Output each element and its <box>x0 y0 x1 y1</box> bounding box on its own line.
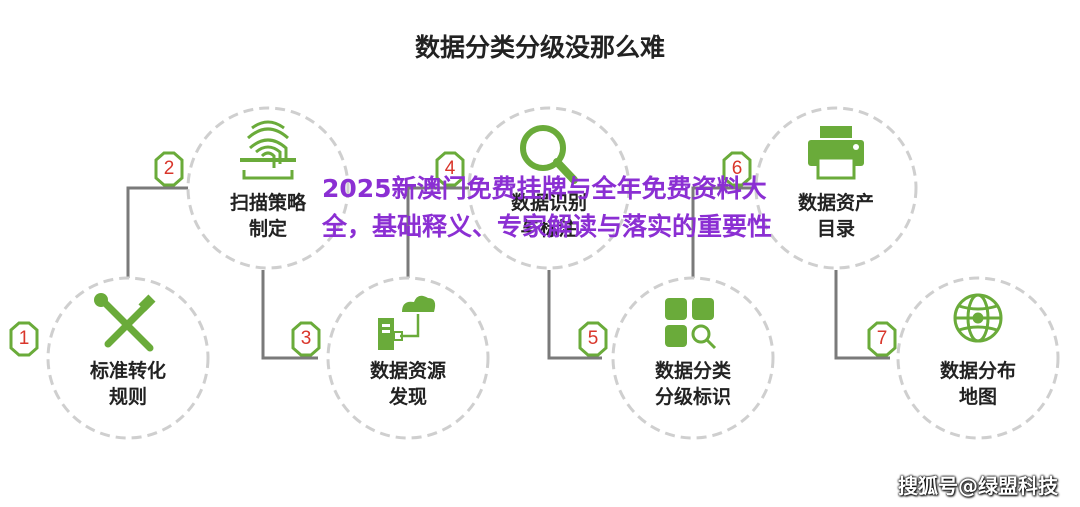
connector-5-6 <box>691 186 755 282</box>
connector-3-4 <box>406 186 470 282</box>
node-circle-3 <box>326 276 490 440</box>
connector-1-2 <box>126 186 190 282</box>
badge-number-1: 1 <box>18 328 30 349</box>
node-label-1-line1: 标准转化 <box>89 360 166 382</box>
node-label-3-line2: 发现 <box>388 386 427 408</box>
node-label-1-line2: 规则 <box>108 386 147 408</box>
badge-number-3: 3 <box>300 328 312 349</box>
globe-network-icon <box>953 293 1003 343</box>
tools-icon <box>94 293 156 352</box>
node-circle-2 <box>186 106 350 270</box>
node-label-1: 标准转化 规则 <box>63 358 193 410</box>
badge-7 <box>867 321 897 357</box>
watermark: 搜狐号@绿盟科技 <box>898 474 1058 498</box>
cloud-server-icon <box>378 295 436 350</box>
diagram-title: 数据分类分级没那么难 <box>414 33 665 62</box>
node-label-2-line2: 制定 <box>248 218 287 240</box>
node-label-7-line1: 数据分布 <box>939 360 1016 382</box>
node-circle-5 <box>611 276 775 440</box>
node-label-4: 数据识别 与标注 <box>484 190 614 242</box>
connector-2-3 <box>261 270 318 360</box>
connector-6-7 <box>834 270 890 360</box>
node-circle-7 <box>896 276 1060 440</box>
node-circles <box>46 106 1060 440</box>
number-badges <box>9 151 897 357</box>
node-label-7-line2: 地图 <box>958 386 997 408</box>
node-label-4-line1: 数据识别 <box>510 192 587 214</box>
fingerprint-scan-icon <box>240 120 296 180</box>
node-label-5: 数据分类 分级标识 <box>628 358 758 410</box>
badge-number-7: 7 <box>876 328 888 349</box>
node-label-4-line2: 与标注 <box>520 218 578 240</box>
node-label-2-line1: 扫描策略 <box>229 192 306 214</box>
node-label-6-line1: 数据资产 <box>797 192 874 214</box>
badge-3 <box>291 321 321 357</box>
node-label-5-line1: 数据分类 <box>654 360 731 382</box>
printer-icon <box>808 126 864 180</box>
overlay-headline: 2025新澳门免费挂牌与全年免费资料大全，基础释义、专家解读与落实的重要性 <box>322 174 773 241</box>
badge-number-6: 6 <box>731 158 743 179</box>
badge-number-4: 4 <box>444 158 456 179</box>
node-circle-6 <box>754 106 918 270</box>
node-circle-4 <box>467 106 631 270</box>
node-label-5-line2: 分级标识 <box>654 386 731 408</box>
node-label-7: 数据分布 地图 <box>913 358 1043 410</box>
node-label-2: 扫描策略 制定 <box>203 190 333 242</box>
connector-lines <box>126 186 890 360</box>
node-label-6-line2: 目录 <box>816 218 855 240</box>
badge-1 <box>9 321 39 357</box>
node-label-3-line1: 数据资源 <box>369 360 446 382</box>
grid-search-icon <box>665 298 717 350</box>
connector-4-5 <box>547 270 602 360</box>
badge-number-2: 2 <box>163 158 175 179</box>
badge-4 <box>435 151 465 187</box>
node-label-6: 数据资产 目录 <box>771 190 901 242</box>
magnifier-icon <box>520 125 578 184</box>
node-label-3: 数据资源 发现 <box>343 358 473 410</box>
badge-number-5: 5 <box>587 328 599 349</box>
badge-6 <box>722 151 752 187</box>
badge-5 <box>578 321 608 357</box>
badge-2 <box>154 151 184 187</box>
node-circle-1 <box>46 276 210 440</box>
